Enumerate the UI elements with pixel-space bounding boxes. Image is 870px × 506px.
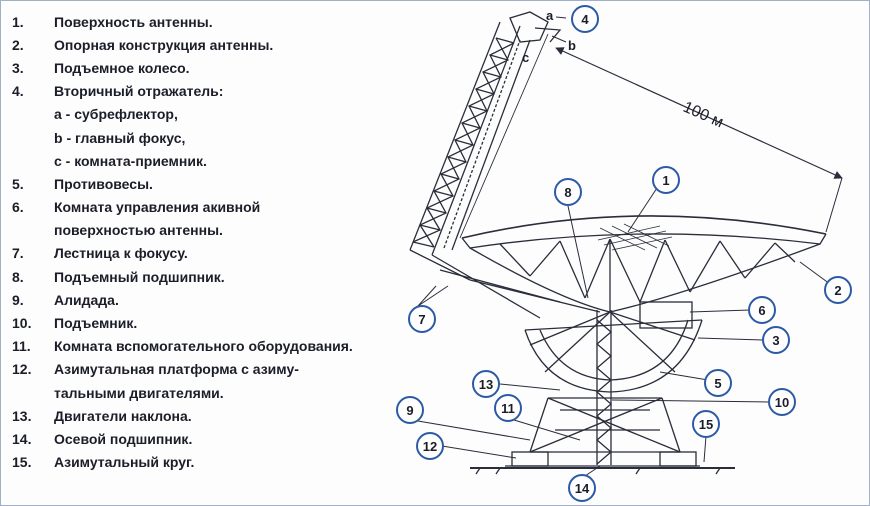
telescope-structure [409, 11, 827, 475]
svg-text:11: 11 [501, 401, 515, 416]
svg-text:4: 4 [581, 12, 589, 27]
callout-7: 7 [408, 305, 436, 333]
svg-text:5: 5 [714, 376, 721, 391]
callout-14: 14 [568, 474, 596, 502]
legend-item: 1.Поверхность антенны. [12, 13, 213, 30]
legend-continuation: тальными двигателями. [54, 384, 224, 401]
elevation-wheel [524, 311, 703, 393]
svg-text:6: 6 [758, 303, 765, 318]
azimuth-drive-right [659, 451, 697, 467]
legend-item: 15.Азимутальный круг. [12, 454, 195, 471]
leader-b [551, 35, 567, 43]
callout-1: 1 [652, 166, 680, 194]
callout-4: 4 [571, 5, 599, 33]
legend-subitem: a - субрефлектор, [54, 106, 178, 123]
legend-item: 5.Противовесы. [12, 175, 153, 192]
legend-item: 6.Комната управления акивной [12, 199, 261, 216]
callout-9: 9 [396, 396, 424, 424]
svg-text:14: 14 [575, 481, 590, 496]
dish-backing-truss [469, 238, 821, 313]
feed-support-arm [409, 21, 601, 319]
legend-subitem: c - комната-приемник. [54, 152, 207, 169]
subreflector [534, 27, 562, 43]
callout-5: 5 [704, 369, 732, 397]
alidade-truss [529, 397, 681, 453]
letter-a: a [546, 8, 554, 23]
svg-text:2: 2 [834, 283, 841, 298]
dimension-extension [825, 177, 843, 233]
callout-leaders [411, 187, 831, 477]
focus-ray [459, 33, 549, 239]
leader-a [555, 16, 567, 19]
svg-text:12: 12 [423, 439, 437, 454]
callout-12: 12 [416, 432, 444, 460]
elevator-tower [596, 310, 612, 465]
callout-2: 2 [824, 276, 852, 304]
receiver-room [509, 11, 549, 43]
dish-surface [461, 215, 827, 239]
legend-item: 13.Двигатели наклона. [12, 407, 192, 424]
legend-item: 7.Лестница к фокусу. [12, 245, 188, 262]
legend-item: 4.Вторичный отражатель: [12, 83, 224, 100]
svg-text:13: 13 [479, 377, 493, 392]
dimension-line [555, 47, 843, 179]
legend-item: 11.Комната вспомогательного оборудования… [12, 338, 353, 355]
legend-subitem: b - главный фокус, [54, 129, 186, 146]
legend-list: 1.Поверхность антенны. 2.Опорная констру… [12, 10, 412, 474]
ground-hatch [475, 467, 721, 475]
callout-6: 6 [748, 296, 776, 324]
callout-8: 8 [554, 178, 582, 206]
legend-item: 9.Алидада. [12, 291, 119, 308]
legend-item: 3.Подъемное колесо. [12, 59, 190, 76]
svg-text:8: 8 [564, 185, 571, 200]
dish-panel-mesh [597, 223, 673, 251]
legend-item: 2.Опорная конструкция антенны. [12, 36, 274, 53]
focus-ladder [443, 39, 521, 249]
callout-10: 10 [768, 388, 796, 416]
svg-text:15: 15 [699, 417, 713, 432]
svg-text:9: 9 [406, 403, 413, 418]
legend-item: 8.Подъемный подшипник. [12, 268, 225, 285]
svg-text:3: 3 [772, 333, 779, 348]
svg-text:10: 10 [775, 395, 789, 410]
azimuth-drive-left [511, 451, 549, 467]
counterweight-room [639, 301, 693, 329]
callout-11: 11 [494, 394, 522, 422]
callout-13: 13 [472, 370, 500, 398]
dimension-label: 100 м [680, 99, 725, 132]
letter-b: b [568, 38, 576, 53]
letter-c: c [522, 50, 529, 65]
svg-text:7: 7 [418, 312, 425, 327]
legend-item: 10.Подъемник. [12, 315, 138, 332]
legend-continuation: поверхностью антенны. [54, 222, 223, 239]
svg-text:1: 1 [662, 173, 669, 188]
legend-item: 12.Азимутальная платформа с азиму- [12, 361, 299, 378]
callout-15: 15 [692, 410, 720, 438]
legend-item: 14.Осевой подшипник. [12, 430, 193, 447]
dish-rim [461, 233, 827, 249]
callout-3: 3 [762, 326, 790, 354]
